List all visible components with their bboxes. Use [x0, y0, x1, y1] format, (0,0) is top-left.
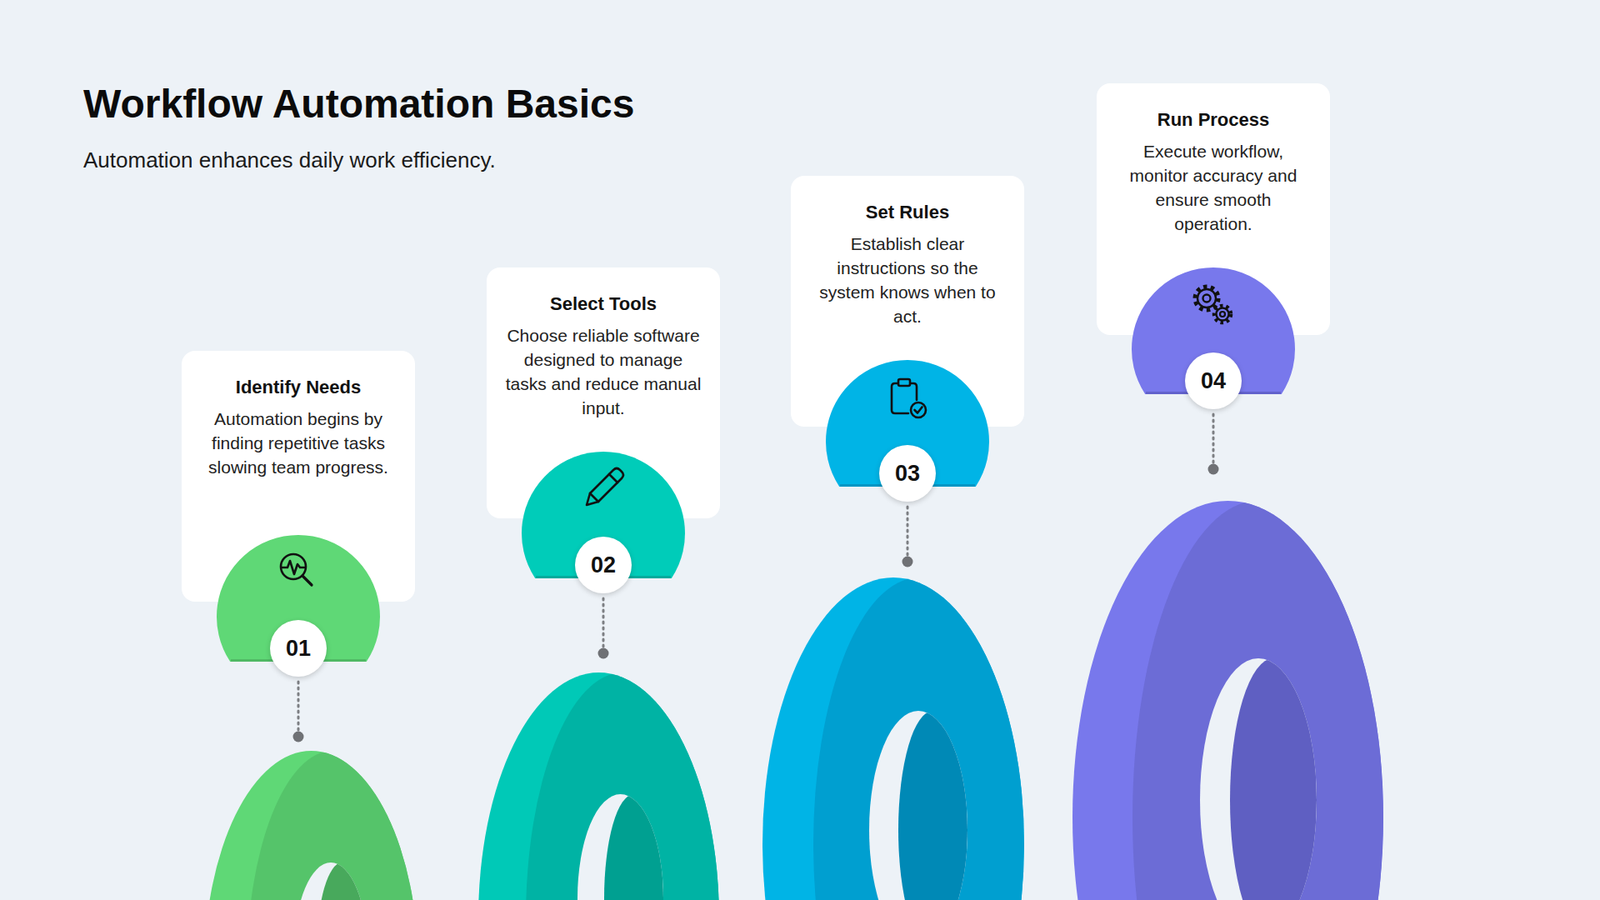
step-heading: Select Tools — [486, 292, 720, 316]
pencil-icon — [586, 468, 624, 505]
ring-blue — [762, 577, 1025, 900]
step-description: Automation begins by finding repetitive … — [181, 406, 415, 480]
leader-dot — [902, 556, 914, 568]
dotted-leader — [1212, 414, 1215, 463]
gears-icon — [1195, 286, 1231, 323]
ring-hole — [869, 710, 968, 900]
ring-inner-wall — [898, 710, 968, 900]
ring-side — [246, 750, 419, 900]
step-number-badge: 04 — [1185, 352, 1242, 410]
ring-inner-wall — [1230, 658, 1317, 900]
ring-front — [478, 672, 720, 900]
step-number-badge: 01 — [270, 620, 327, 677]
icon-gear-teeth — [1214, 305, 1231, 323]
icon-pulse — [281, 560, 305, 575]
step-number: 03 — [895, 460, 920, 486]
leader-lines — [298, 414, 1214, 730]
step-number: 04 — [1200, 368, 1226, 394]
icon-handle — [302, 575, 312, 585]
leader-dot — [293, 731, 305, 743]
leader-dots — [293, 464, 1220, 743]
ring-front — [762, 577, 1025, 900]
ring-teal — [478, 672, 720, 900]
dotted-leader — [297, 681, 300, 730]
leader-dot — [1208, 464, 1220, 475]
ring-hole — [577, 794, 664, 900]
icon-pencil-tip — [590, 493, 599, 502]
step-description: Execute workflow, monitor accuracy and e… — [1096, 139, 1330, 236]
icon-gear-teeth — [1195, 286, 1219, 310]
icon-gear-hub — [1203, 295, 1211, 303]
step-heading: Set Rules — [790, 200, 1025, 225]
dotted-leader — [906, 506, 910, 555]
icon-check-circle — [910, 402, 926, 418]
leader-dot — [598, 648, 610, 660]
icon-pencil-band — [609, 474, 618, 483]
step-number: 02 — [590, 552, 616, 578]
icon-check — [915, 407, 923, 414]
ring-side — [525, 672, 720, 900]
analytics-search-icon — [280, 554, 312, 585]
step-number: 01 — [285, 635, 311, 661]
diagram-title: Workflow Automation Basics — [83, 80, 635, 128]
ring-purple — [1072, 500, 1384, 900]
ring-hole — [1200, 658, 1317, 900]
step-number-badge: 02 — [575, 536, 632, 594]
step-description: Establish clear instructions so the syst… — [790, 231, 1025, 329]
dotted-leader — [602, 598, 605, 647]
icon-gear-hub — [1220, 311, 1225, 317]
icon-clip — [898, 379, 910, 386]
icon-gear-rim — [1216, 308, 1230, 321]
icon-pencil-body — [586, 468, 624, 505]
ring-side — [813, 577, 1025, 900]
step-description: Choose reliable software designed to man… — [486, 323, 720, 420]
clipboard-check-icon — [891, 379, 926, 418]
step-heading: Run Process — [1096, 108, 1330, 132]
ring-front — [204, 750, 419, 900]
ring-side — [1132, 500, 1384, 900]
diagram-caption: Automation enhances daily work efficienc… — [83, 146, 496, 174]
ring-inner-wall — [316, 862, 368, 900]
step-heading: Identify Needs — [181, 375, 415, 400]
ring-front — [1072, 500, 1384, 900]
icon-gear-rim — [1197, 289, 1216, 308]
ring-green — [204, 750, 419, 900]
ring-hole — [294, 862, 368, 900]
ring-inner-wall — [604, 794, 664, 900]
step-number-badge: 03 — [879, 445, 936, 502]
